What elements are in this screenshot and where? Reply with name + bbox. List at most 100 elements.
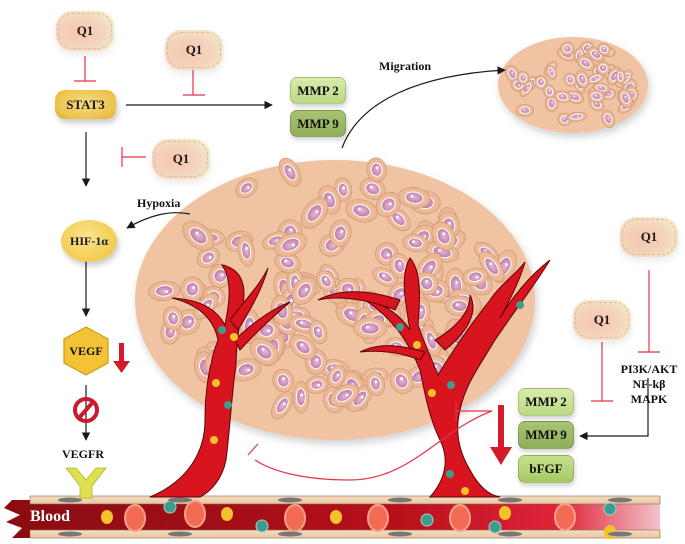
tumor-cell — [278, 157, 302, 187]
red-blood-cell — [124, 504, 146, 532]
blocked-sign-icon — [73, 397, 99, 423]
endothelial-nucleus — [608, 531, 632, 537]
vessel-blood-cell — [230, 333, 238, 341]
tumor-cell — [615, 68, 626, 85]
white-blood-cell — [488, 520, 502, 534]
tumor-cell — [576, 55, 595, 71]
activation-arrows — [81, 66, 649, 441]
tumor-cell — [272, 368, 295, 393]
red-blood-cell — [449, 504, 471, 532]
tumor-cell — [563, 72, 577, 87]
inhibit-stat3-hif-axis — [121, 147, 146, 167]
inhibit-stat3-mmp-axis — [183, 70, 205, 96]
mmp2-label: MMP 2 — [525, 394, 567, 409]
tumor-cell — [601, 109, 615, 128]
nf-kb-label: NF-kβ — [632, 377, 666, 391]
endothelial-nucleus — [498, 531, 522, 537]
mmp9-label: MMP 9 — [525, 427, 567, 442]
bfgf-node: bFGF — [518, 455, 574, 483]
q1-label: Q1 — [172, 151, 190, 166]
q1-compound-top-middle: Q1 — [165, 30, 223, 70]
vessel-blood-cell — [396, 323, 404, 331]
tumor-cell — [597, 43, 611, 56]
tumor-cell — [291, 276, 317, 305]
metastatic-tumor-cluster — [498, 37, 648, 133]
endothelial-nucleus — [388, 497, 412, 503]
vessel-blood-cell — [516, 301, 524, 309]
white-blood-cell — [255, 519, 269, 533]
tumor-cell — [544, 94, 559, 113]
red-blood-cell — [554, 503, 576, 531]
angiogenic-vessel-right — [317, 257, 551, 498]
vessel-blood-cell — [447, 381, 455, 389]
vessel-blood-cell — [224, 401, 232, 409]
vessel-blood-cell — [428, 389, 436, 397]
inhibit-growth-factors — [591, 342, 613, 402]
q1-label: Q1 — [640, 229, 658, 244]
inhibit-stat3 — [74, 56, 96, 82]
tumor-cell — [402, 233, 429, 253]
q1-compound-right-top: Q1 — [620, 217, 678, 257]
blood-vessel — [4, 495, 661, 539]
tumor-cell — [300, 197, 329, 229]
angiogenic-vessel-left — [149, 264, 291, 498]
endothelial-nucleus — [168, 531, 192, 537]
tumor-cell — [431, 221, 456, 251]
tumor-cell — [345, 199, 378, 223]
growth-factor-decrease-arrow — [490, 405, 512, 465]
pi3k-akt-label: PI3K/AKT — [620, 362, 678, 376]
arrow-hypoxia — [126, 212, 191, 229]
tumor-cell — [366, 371, 386, 396]
tumor-cell — [292, 381, 310, 414]
endothelial-nucleus — [168, 497, 192, 503]
tumor-cell — [148, 280, 181, 301]
mmp9-label: MMP 9 — [297, 115, 339, 131]
endothelial-nucleus — [388, 531, 412, 537]
hypoxia-label: Hypoxia — [137, 196, 181, 210]
mmp9-node-bottom: MMP 9 — [518, 421, 574, 449]
tumor-cell — [274, 232, 307, 257]
vessel-blood-cell — [212, 379, 220, 387]
q1-compound-middle-left: Q1 — [152, 139, 210, 179]
mmp2-node-bottom: MMP 2 — [518, 388, 574, 416]
red-blood-cell — [284, 504, 306, 532]
endothelial-nucleus — [58, 497, 82, 503]
tumor-cell — [366, 157, 387, 182]
tumor-cell — [196, 247, 220, 268]
vegfr-receptor — [65, 467, 107, 499]
red-blood-cell — [184, 500, 206, 528]
endothelial-nucleus — [278, 497, 302, 503]
vessel-blood-cell — [446, 470, 454, 478]
tumor-cell — [553, 90, 572, 103]
tumor-cell — [271, 391, 294, 420]
q1-compound-right-middle: Q1 — [573, 300, 631, 340]
endothelial-nucleus — [608, 497, 632, 503]
vegfr-label: VEGFR — [62, 447, 104, 461]
tumor-cell — [543, 84, 556, 99]
tumor-cell — [534, 75, 548, 90]
endothelial-nucleus — [278, 531, 302, 537]
tumor-cell — [329, 219, 352, 248]
red-blood-cell — [367, 504, 389, 532]
vessel-blood-cell — [218, 326, 226, 334]
tumor-cell — [596, 60, 611, 76]
tumor-cell — [329, 383, 360, 407]
tumor-cell — [289, 334, 317, 360]
tumor-cell — [305, 375, 329, 394]
arrow-migration — [341, 66, 506, 149]
mmp9-node-top: MMP 9 — [290, 110, 346, 137]
tumor-cell — [415, 271, 439, 296]
signaling-pathways-label: PI3K/AKT NF-kβ MAPK — [614, 362, 684, 407]
tumor-cell — [586, 72, 605, 85]
tumor-cell — [309, 320, 328, 345]
tumor-cell — [249, 338, 279, 366]
tumor-cell — [230, 358, 262, 382]
inhibition-lines — [74, 56, 660, 481]
arrow-pathway-to-mmp — [579, 378, 649, 441]
white-blood-cell — [163, 500, 177, 514]
tumor-cell — [519, 79, 534, 97]
vegf-decrease-arrow — [113, 343, 130, 373]
q1-label: Q1 — [185, 42, 203, 57]
